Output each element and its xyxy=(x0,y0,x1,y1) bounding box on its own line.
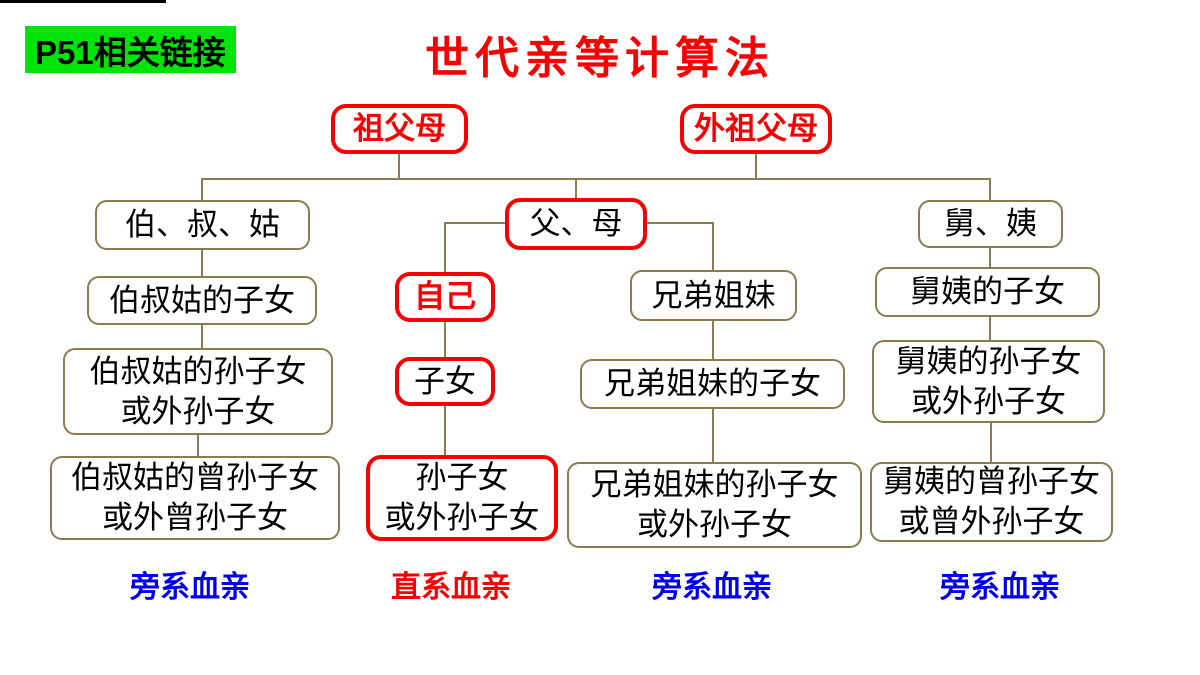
connector-line xyxy=(755,154,757,180)
connector-line xyxy=(989,247,991,268)
label-collateral-relatives-3: 旁系血亲 xyxy=(940,571,1060,604)
connector-line xyxy=(444,321,446,358)
node-grandchildren: 孙子女 或外孙子女 xyxy=(366,455,558,541)
node-maternal-grandparents: 外祖父母 xyxy=(680,104,832,154)
connector-line xyxy=(575,178,577,199)
label-direct-relatives: 直系血亲 xyxy=(391,571,511,604)
connector-line xyxy=(444,405,446,456)
node-paternal-uncles-aunts-grandchildren: 伯叔姑的孙子女 或外孙子女 xyxy=(63,348,333,435)
connector-line xyxy=(201,249,203,277)
node-siblings: 兄弟姐妹 xyxy=(630,270,797,321)
node-maternal-uncles-aunts-great-grandchildren: 舅姨的曾孙子女 或曾外孙子女 xyxy=(870,462,1113,542)
connector-line xyxy=(712,408,714,463)
node-paternal-grandparents: 祖父母 xyxy=(331,104,468,154)
connector-line xyxy=(444,222,506,224)
connector-line xyxy=(197,434,199,457)
connector-line xyxy=(444,222,446,273)
connector-line xyxy=(398,154,400,180)
node-maternal-uncles-aunts-children: 舅姨的子女 xyxy=(875,267,1100,317)
node-siblings-grandchildren: 兄弟姐妹的孙子女 或外孙子女 xyxy=(567,462,862,548)
node-parents: 父、母 xyxy=(505,198,647,250)
connector-line xyxy=(989,316,991,341)
node-paternal-uncles-aunts-children: 伯叔姑的子女 xyxy=(87,276,317,325)
label-collateral-relatives-2: 旁系血亲 xyxy=(652,571,772,604)
connector-line xyxy=(990,422,992,463)
page-link-badge: P51相关链接 xyxy=(25,26,236,73)
node-maternal-uncles-aunts: 舅、姨 xyxy=(918,200,1063,248)
node-self: 自己 xyxy=(395,272,495,322)
node-maternal-uncles-aunts-grandchildren: 舅姨的孙子女 或外孙子女 xyxy=(872,340,1105,423)
node-paternal-uncles-aunts: 伯、叔、姑 xyxy=(95,200,310,250)
node-children: 子女 xyxy=(395,357,495,406)
label-collateral-relatives-1: 旁系血亲 xyxy=(130,571,250,604)
connector-line xyxy=(712,222,714,271)
connector-line xyxy=(201,178,203,201)
node-siblings-children: 兄弟姐妹的子女 xyxy=(580,359,845,409)
connector-line xyxy=(712,320,714,360)
connector-line xyxy=(201,324,203,349)
connector-line xyxy=(201,178,991,180)
page-title: 世代亲等计算法 xyxy=(425,34,775,83)
top-edge-line xyxy=(0,0,166,3)
connector-line xyxy=(989,178,991,201)
node-paternal-uncles-aunts-great-grandchildren: 伯叔姑的曾孙子女 或外曾孙子女 xyxy=(50,456,340,540)
connector-line xyxy=(646,222,713,224)
